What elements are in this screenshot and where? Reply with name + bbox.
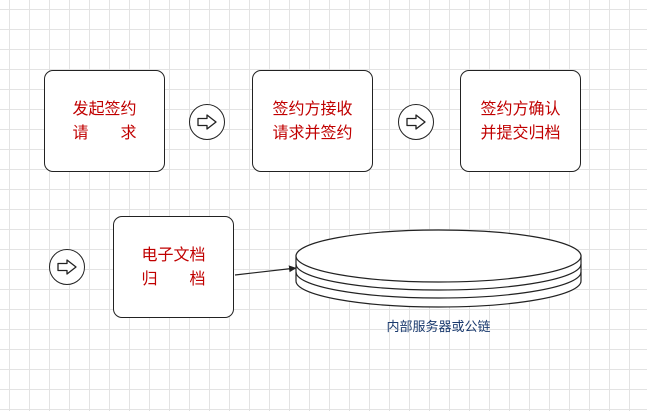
step-confirm-and-archive-line2: 并提交归档 [480, 123, 561, 142]
database-label: 内部服务器或公链 [386, 320, 491, 335]
arrow-right-icon [189, 104, 225, 140]
step-initiate-signing-line1: 发起签约 [72, 99, 137, 118]
step-initiate-signing: 发起签约 请 求 [44, 70, 165, 172]
step-initiate-signing-line2: 请 求 [72, 123, 137, 142]
arrow-right-icon [398, 104, 434, 140]
database-cylinder-icon [295, 229, 582, 308]
step-confirm-and-archive: 签约方确认 并提交归档 [460, 70, 581, 172]
step-confirm-and-archive-line1: 签约方确认 [480, 99, 561, 118]
step-document-archive-line2: 归 档 [141, 269, 206, 288]
step-receive-and-sign-line1: 签约方接收 [272, 99, 353, 118]
arrow-right-icon [49, 249, 85, 285]
step-receive-and-sign: 签约方接收 请求并签约 [252, 70, 373, 172]
step-receive-and-sign-line2: 请求并签约 [272, 123, 353, 142]
step-document-archive: 电子文档 归 档 [113, 216, 234, 318]
step-document-archive-line1: 电子文档 [141, 245, 206, 264]
connector-arrow [234, 265, 297, 276]
